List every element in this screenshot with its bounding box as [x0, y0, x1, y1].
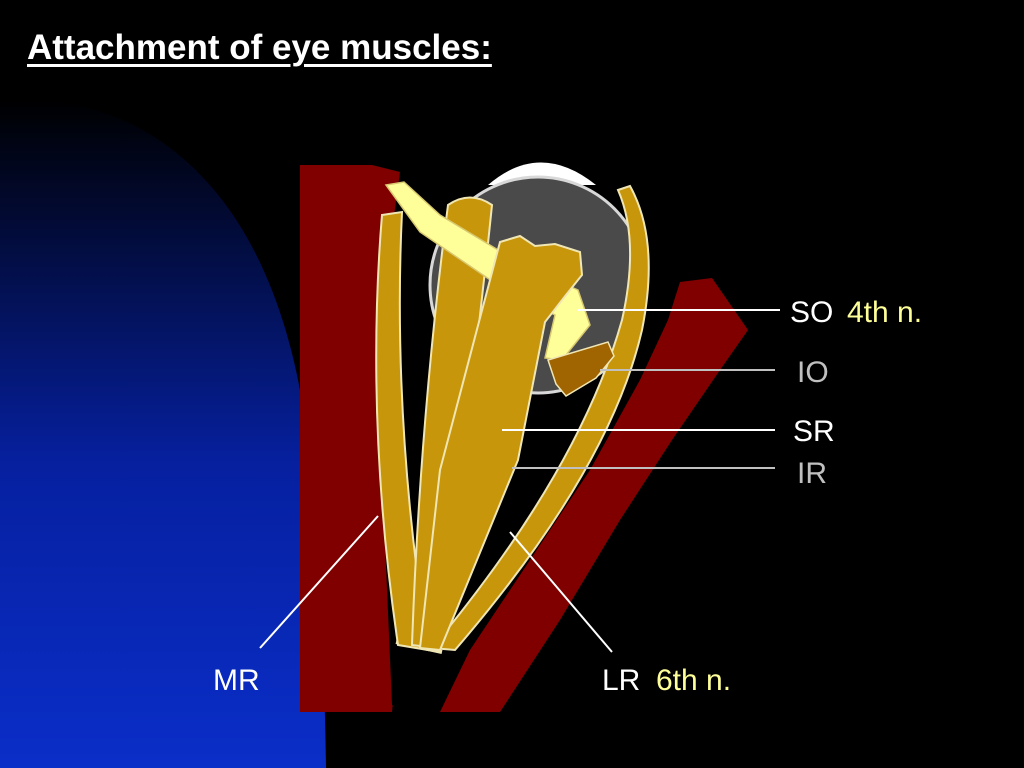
- slide-title: Attachment of eye muscles:: [27, 28, 492, 67]
- lateral-orbital-wall: [440, 278, 748, 712]
- lr-label: LR: [602, 664, 640, 697]
- skull-silhouette: [0, 99, 326, 768]
- superior-rectus-muscle: [418, 234, 584, 652]
- sr-label: SR: [793, 415, 835, 448]
- orbital-apex: [392, 645, 440, 712]
- lr-nerve-label: 6th n.: [656, 664, 731, 697]
- so-nerve-label: 4th n.: [847, 296, 922, 329]
- lateral-rectus-muscle: [430, 184, 650, 652]
- lr-leader-line: [509, 531, 613, 653]
- mr-leader-line: [259, 515, 379, 649]
- io-label: IO: [797, 356, 829, 389]
- medial-orbital-wall: [300, 165, 420, 712]
- so-label: SO: [790, 296, 833, 329]
- mr-label: MR: [213, 664, 260, 697]
- medial-rectus-muscle: [375, 210, 430, 652]
- ir-label: IR: [797, 457, 827, 490]
- inferior-oblique-muscle: [547, 341, 615, 397]
